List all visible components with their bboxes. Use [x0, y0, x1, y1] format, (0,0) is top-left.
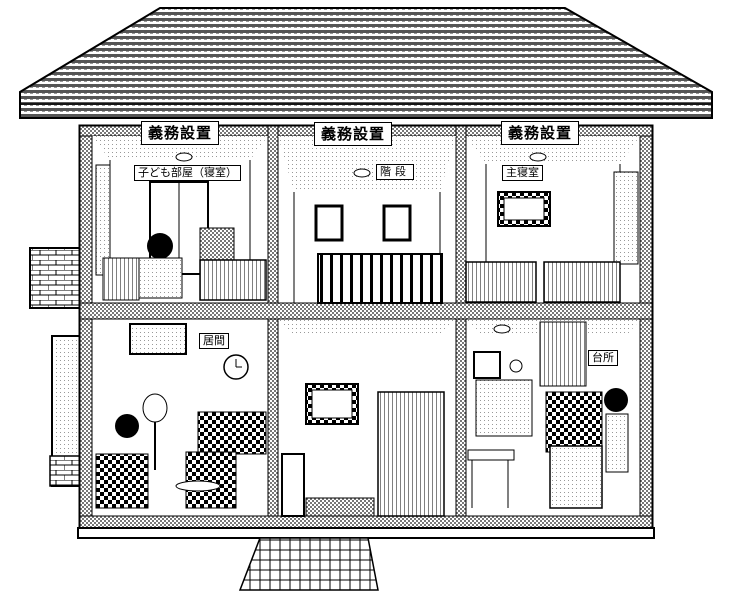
brick-annex [30, 248, 82, 486]
room-label-kids-bedroom: 子ども部屋（寝室） [134, 165, 241, 181]
roof [20, 8, 712, 118]
front-walkway [240, 538, 378, 590]
badge-right-label: 義務設置 [501, 121, 579, 145]
room-label-stairs: 階段 [376, 164, 414, 180]
badge-left-label: 義務設置 [141, 121, 219, 145]
room-label-master-bedroom: 主寝室 [502, 165, 543, 181]
badge-center-label: 義務設置 [314, 122, 392, 146]
room-label-living: 居間 [199, 333, 229, 349]
room-label-kitchen: 台所 [588, 350, 618, 366]
